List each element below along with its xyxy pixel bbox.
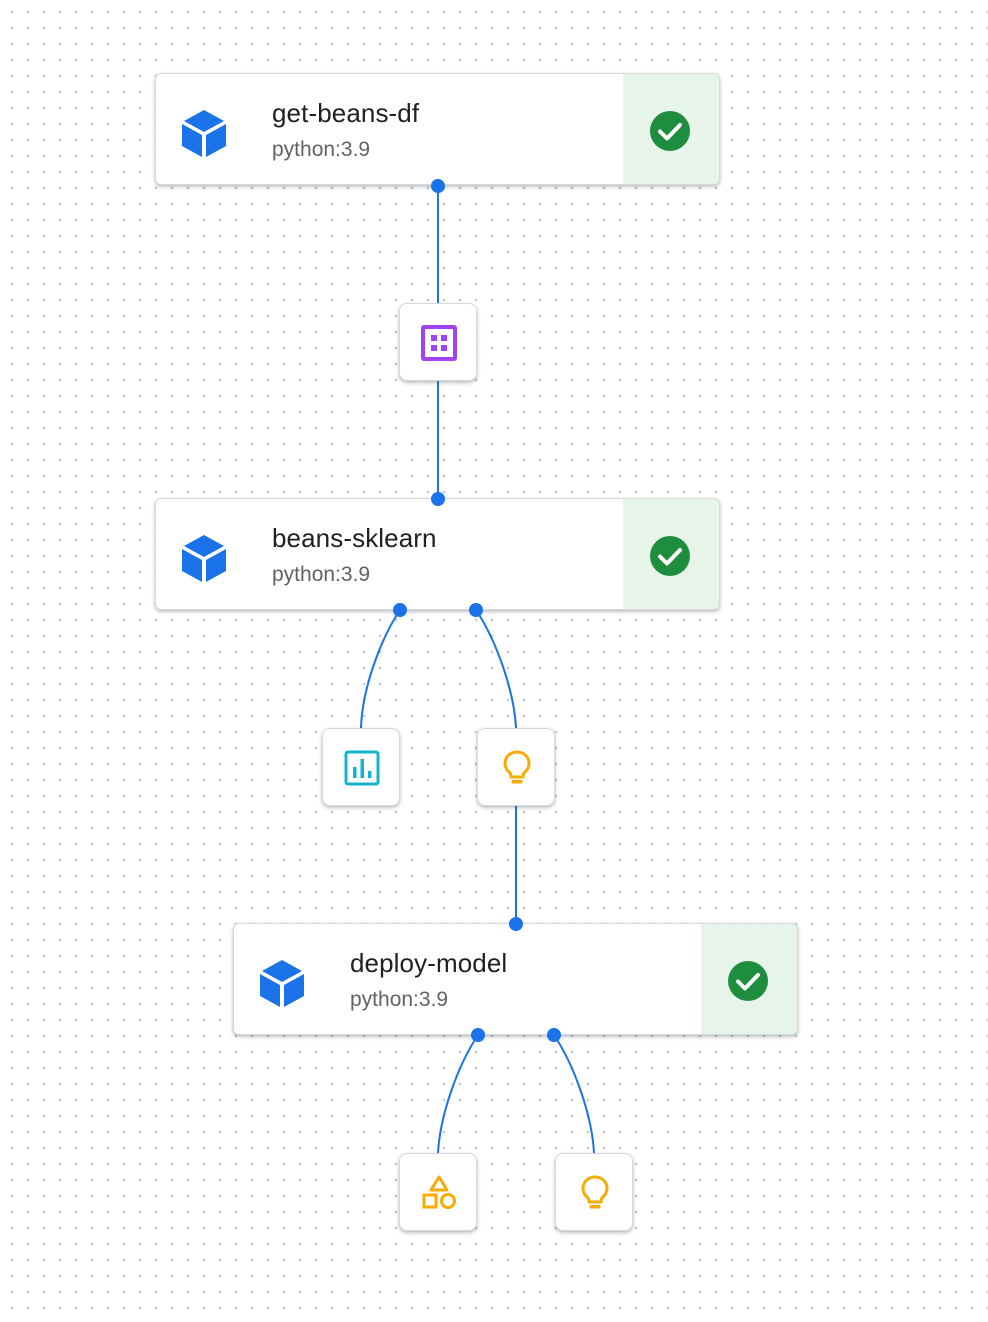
check-circle-icon <box>650 536 690 576</box>
status-indicator <box>623 499 719 609</box>
artifact-node-model-2[interactable] <box>555 1153 633 1231</box>
task-node-deploy-model[interactable]: deploy-model python:3.9 <box>233 923 798 1035</box>
task-name: get-beans-df <box>272 98 420 128</box>
task-name: deploy-model <box>350 948 508 978</box>
task-image: python:3.9 <box>350 988 449 1011</box>
task-node-get-beans-df[interactable]: get-beans-df python:3.9 <box>155 73 720 185</box>
status-indicator <box>623 74 719 184</box>
table-grid-icon <box>421 325 457 361</box>
task-name: beans-sklearn <box>272 523 437 553</box>
task-image: python:3.9 <box>272 563 371 586</box>
cube-icon <box>182 535 226 582</box>
edge-deploy-model-to-model <box>553 1034 595 1154</box>
task-node-beans-sklearn[interactable]: beans-sklearn python:3.9 <box>155 498 720 610</box>
artifact-node-model[interactable] <box>477 728 555 806</box>
lightbulb-icon <box>581 1175 609 1209</box>
shapes-icon <box>422 1175 456 1209</box>
artifact-node-dataset[interactable] <box>399 303 477 381</box>
task-image: python:3.9 <box>272 138 371 161</box>
artifact-node-artifact[interactable] <box>399 1153 477 1231</box>
bar-chart-icon <box>344 750 380 786</box>
status-indicator <box>701 924 797 1034</box>
edge-beans-sklearn-to-model <box>475 609 517 729</box>
edge-beans-sklearn-to-metrics <box>360 609 401 729</box>
cube-icon <box>260 960 304 1007</box>
artifact-node-metrics[interactable] <box>322 728 400 806</box>
cube-icon <box>182 110 226 157</box>
check-circle-icon <box>728 961 768 1001</box>
edge-deploy-model-to-artifact <box>437 1034 479 1154</box>
lightbulb-icon <box>503 750 531 784</box>
check-circle-icon <box>650 111 690 151</box>
